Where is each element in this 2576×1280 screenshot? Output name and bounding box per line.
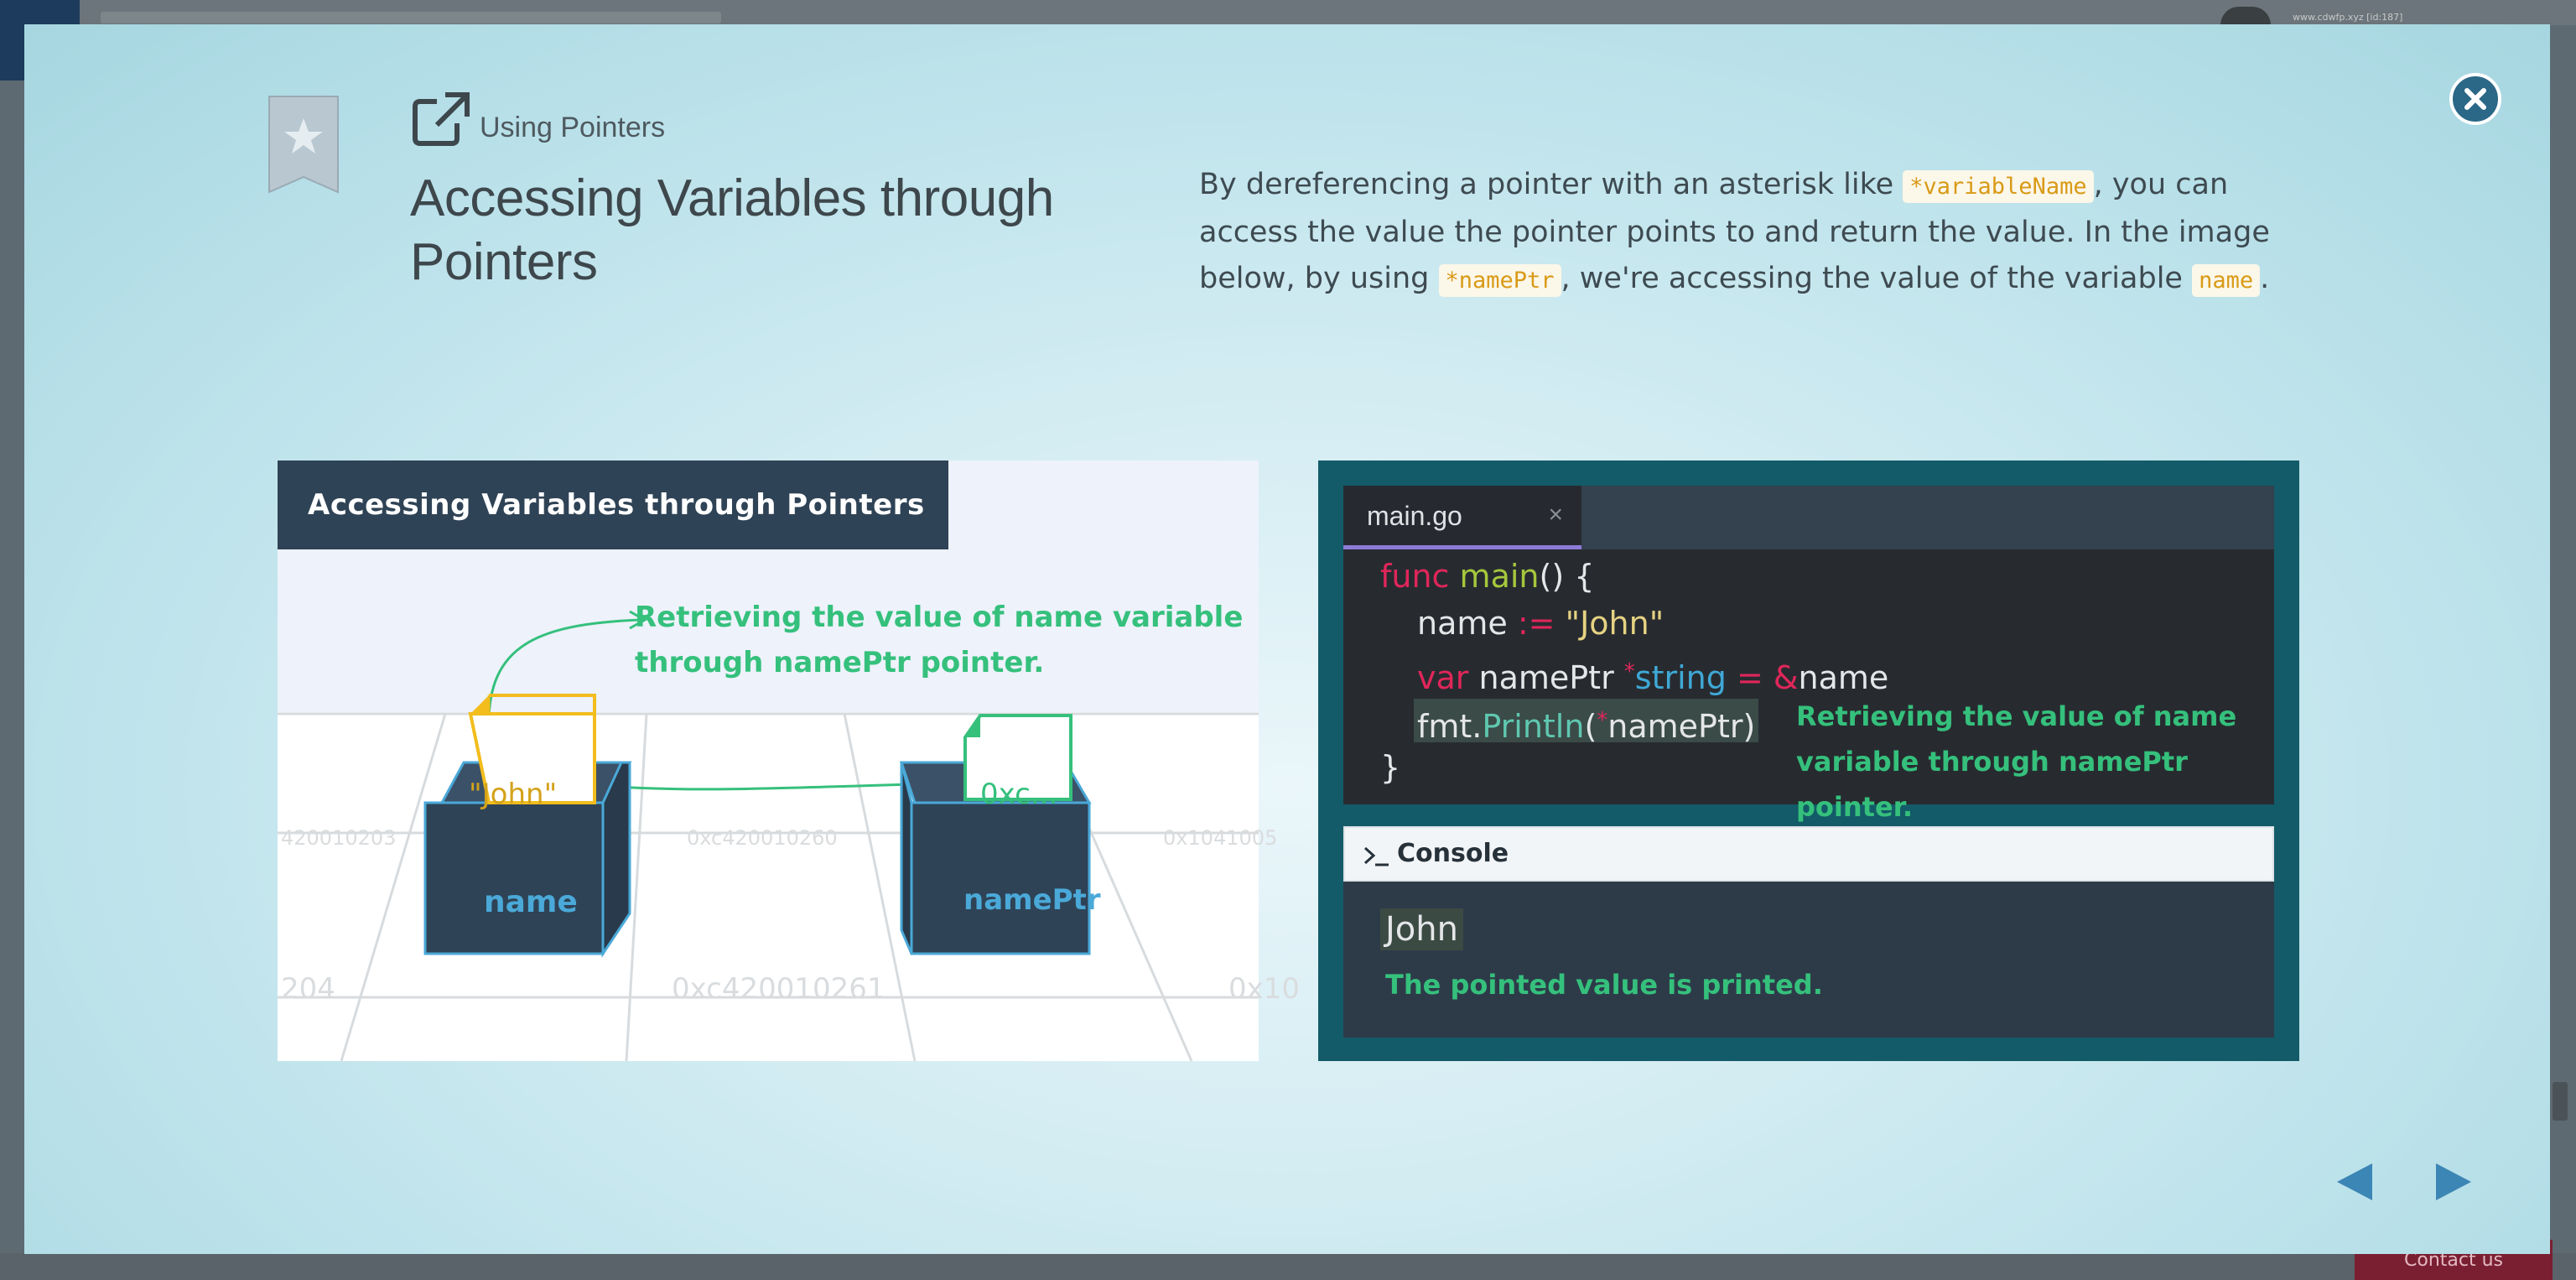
code-token: Println xyxy=(1482,708,1585,745)
code-token: namePtr xyxy=(1468,659,1624,696)
nameptr-box-graphic xyxy=(899,714,1092,955)
address-label: 0x10 xyxy=(1228,972,1301,1006)
illustration-graphic xyxy=(278,460,1259,1062)
address-label: 0x1041005 xyxy=(1163,826,1278,850)
description-text: , we're accessing the value of the varia… xyxy=(1561,262,2193,295)
background-user-text: www.cdwfp.xyz [id:187] xyxy=(2293,12,2403,23)
console-output-text: John xyxy=(1380,908,1463,950)
background-avatar xyxy=(2220,7,2271,25)
code-line-3: var namePtr *string = &name xyxy=(1417,650,1889,696)
tab-label: main.go xyxy=(1367,501,1462,531)
console-header: Console xyxy=(1343,826,2274,882)
lesson-description: By dereferencing a pointer with an aster… xyxy=(1199,162,2306,304)
background-search xyxy=(101,12,721,23)
tab-close-icon[interactable]: × xyxy=(1548,501,1563,528)
illustration-annotation-line2: through namePtr pointer. xyxy=(635,646,1045,679)
description-text: , you can access the value the pointer p… xyxy=(1199,168,2270,295)
address-label: 0xc420010261 xyxy=(672,972,886,1006)
console-label: Console xyxy=(1397,839,1509,868)
illustration-annotation: Retrieving the value of name variable th… xyxy=(635,595,1255,685)
code-annotation: Retrieving the value of name variable th… xyxy=(1796,694,2283,830)
next-slide-button[interactable] xyxy=(2429,1157,2480,1207)
code-token: func xyxy=(1380,558,1450,595)
code-line-5: } xyxy=(1380,749,1401,786)
terminal-icon xyxy=(1363,846,1389,866)
code-token: () { xyxy=(1539,558,1595,595)
lesson-modal: Using Pointers Accessing Variables throu… xyxy=(24,24,2550,1254)
inline-code: name xyxy=(2192,264,2261,297)
code-token: * xyxy=(1623,659,1635,684)
nameptr-box-label: namePtr xyxy=(963,883,1101,917)
nameptr-value-note: 0xc... xyxy=(980,778,1058,811)
code-token: "John" xyxy=(1555,605,1665,642)
code-token: ( xyxy=(1584,708,1597,745)
code-line-2: name := "John" xyxy=(1417,601,1664,645)
code-token: fmt xyxy=(1417,708,1472,745)
section-label: Using Pointers xyxy=(480,112,666,143)
tab-main-go[interactable]: main.go × xyxy=(1343,486,1581,549)
code-token: string xyxy=(1634,659,1727,696)
code-token: = & xyxy=(1726,659,1799,696)
close-icon xyxy=(2464,88,2486,110)
code-token: name xyxy=(1798,659,1889,696)
triangle-right-icon xyxy=(2436,1163,2471,1200)
bookmark-icon[interactable] xyxy=(267,96,340,194)
code-token: var xyxy=(1417,659,1469,696)
description-text: By dereferencing a pointer with an aster… xyxy=(1199,168,1903,201)
background-bottom-bar xyxy=(0,1253,2576,1280)
address-label: 204 xyxy=(281,972,335,1006)
console-annotation: The pointed value is printed. xyxy=(1385,969,1823,1001)
code-token: main xyxy=(1459,558,1540,595)
external-link-icon[interactable] xyxy=(412,91,470,147)
name-box-graphic xyxy=(423,694,632,958)
code-token: * xyxy=(1597,708,1608,733)
code-token: := xyxy=(1517,605,1555,642)
inline-code: *namePtr xyxy=(1438,264,1561,297)
lesson-title: Accessing Variables through Pointers xyxy=(410,169,1054,291)
illustration-annotation-line1: Retrieving the value of name variable xyxy=(635,601,1244,634)
name-box-label: name xyxy=(484,885,578,919)
code-example-panel: main.go × func main() { name := "John" v… xyxy=(1318,460,2299,1061)
scrollbar-thumb[interactable] xyxy=(2553,1082,2568,1121)
triangle-left-icon xyxy=(2337,1163,2372,1200)
inline-code: *variableName xyxy=(1903,170,2094,203)
code-editor: main.go × func main() { name := "John" v… xyxy=(1343,486,2274,823)
address-label: 420010203 xyxy=(281,826,397,850)
address-label: 0xc420010260 xyxy=(687,826,838,850)
description-text: . xyxy=(2260,262,2270,295)
code-token: . xyxy=(1472,708,1483,745)
pointer-illustration: Accessing Variables through Pointers Ret… xyxy=(278,460,1300,1062)
code-annotation-line1: Retrieving the value of name xyxy=(1796,700,2237,732)
console-output: John The pointed value is printed. xyxy=(1343,882,2274,1038)
illustration-title: Accessing Variables through Pointers xyxy=(278,460,948,549)
code-token: name xyxy=(1417,605,1518,642)
close-button[interactable] xyxy=(2449,73,2501,125)
code-line-4: fmt.Println(*namePtr) xyxy=(1414,699,1759,745)
code-annotation-line2: variable through namePtr pointer. xyxy=(1796,746,2188,823)
code-line-1: func main() { xyxy=(1380,554,1594,598)
editor-tabbar: main.go × xyxy=(1343,486,2274,549)
name-value-note: "John" xyxy=(469,778,558,811)
code-token: namePtr) xyxy=(1607,708,1756,745)
prev-slide-button[interactable] xyxy=(2329,1157,2379,1207)
